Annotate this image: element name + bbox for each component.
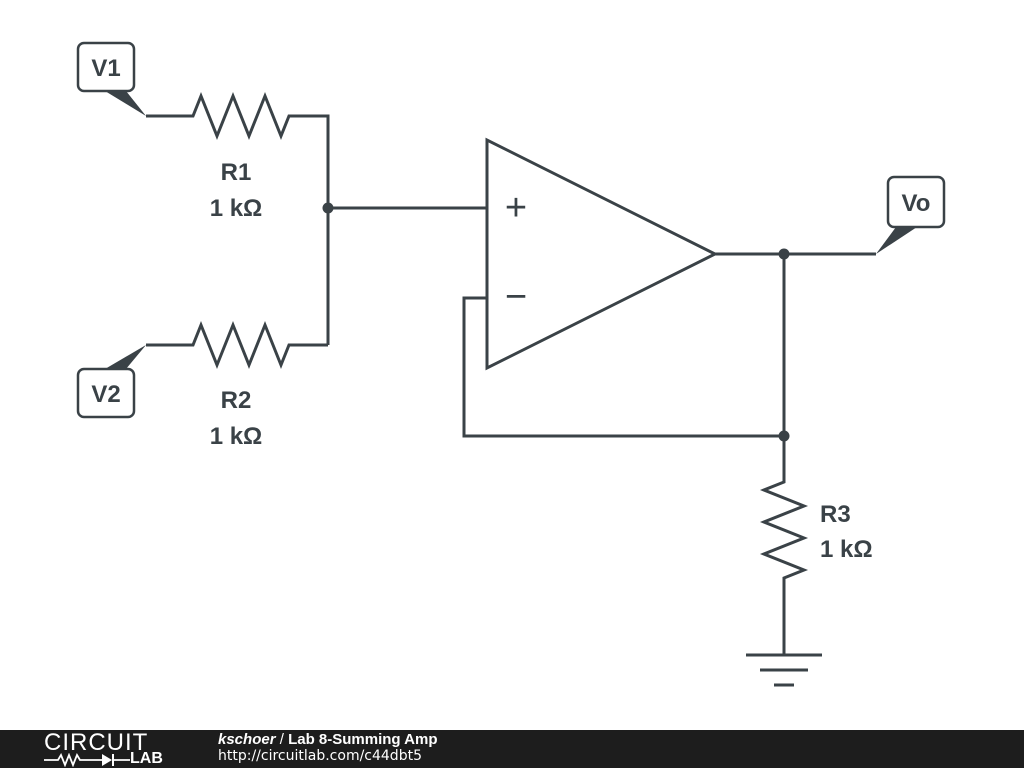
node-vo-label: Vo [902, 190, 931, 217]
node-v1: V1 [76, 41, 146, 116]
wire-feedback [462, 254, 786, 438]
node-v2-pointer [105, 345, 146, 369]
resistor-r1-value: 1 kΩ [210, 195, 263, 222]
circuit-schematic: V1 R1 1 kΩ V2 R2 1 kΩ + − Vo R3 1 kΩ [76, 41, 946, 687]
credit-separator: / [275, 731, 289, 748]
opamp-triangle [485, 137, 719, 371]
opamp-plus-sign: + [505, 187, 527, 229]
footer-bar: CIRCUIT LAB kschoer / Lab 8-Summing Amp … [0, 730, 1024, 768]
circuit-title[interactable]: Lab 8-Summing Amp [288, 731, 438, 748]
logo-lab-text: LAB [130, 750, 163, 767]
junction-inputs [322, 202, 334, 214]
opamp-minus-sign: − [505, 276, 527, 318]
resistor-diode-icon [44, 753, 130, 767]
credit-block: kschoer / Lab 8-Summing Amp http://circu… [218, 731, 438, 765]
author-link[interactable]: kschoer [218, 731, 276, 748]
resistor-r3-value: 1 kΩ [820, 536, 873, 563]
node-vo: Vo [876, 175, 946, 254]
ground-symbol [746, 653, 822, 687]
resistor-r3-name: R3 [820, 501, 851, 528]
circuit-url-link[interactable]: http://circuitlab.com/c44dbt5 [218, 748, 422, 764]
resistor-r2-name: R2 [221, 387, 252, 414]
resistor-r2-value: 1 kΩ [210, 423, 263, 450]
resistor-r1 [185, 91, 330, 345]
node-v2-label: V2 [91, 381, 120, 408]
resistor-r3 [759, 436, 809, 654]
node-vo-pointer [876, 227, 917, 254]
logo-circuit-text: CIRCUIT [44, 729, 149, 756]
junction-output [778, 248, 790, 260]
resistor-r2 [146, 320, 328, 370]
node-v1-label: V1 [91, 55, 120, 82]
circuitlab-logo[interactable]: CIRCUIT LAB [44, 731, 179, 767]
node-v2: V2 [76, 345, 146, 419]
resistor-r1-name: R1 [221, 159, 252, 186]
node-v1-pointer [105, 91, 146, 116]
opamp: + − [485, 137, 719, 371]
